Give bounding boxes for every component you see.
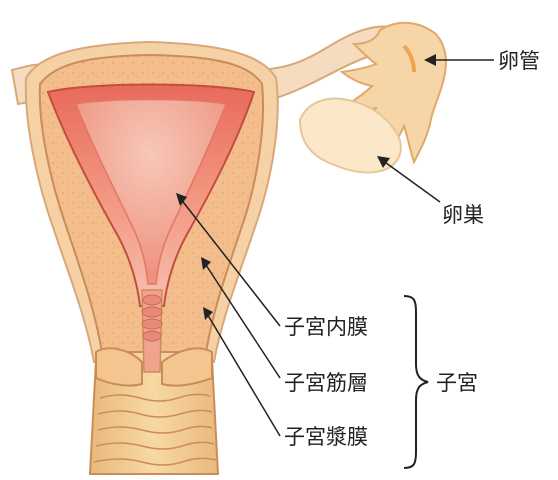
leader-line-serosa	[206, 312, 280, 436]
label-uterus: 子宮	[436, 371, 478, 395]
label-fallopian-tube: 卵管	[498, 49, 540, 73]
label-endometrium: 子宮内膜	[284, 315, 368, 339]
uterus-brace	[404, 296, 428, 468]
label-serosa: 子宮漿膜	[284, 425, 368, 449]
label-ovary: 卵巣	[442, 203, 484, 227]
leader-line-ovary	[382, 160, 440, 202]
cervical-canal	[142, 290, 162, 372]
label-myometrium: 子宮筋層	[284, 371, 368, 395]
